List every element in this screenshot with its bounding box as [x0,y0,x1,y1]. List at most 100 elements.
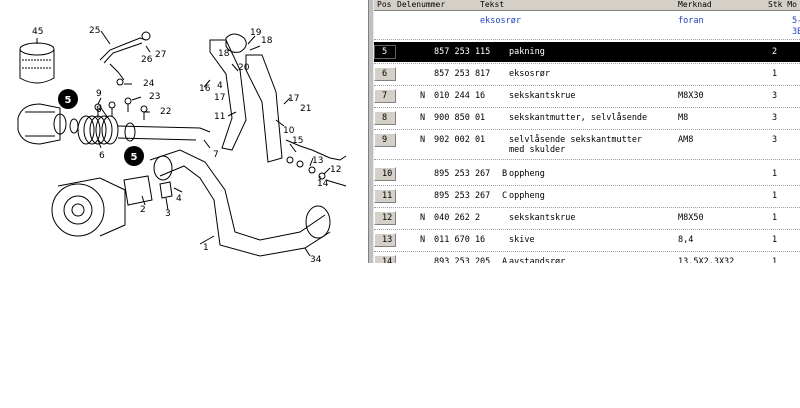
callout-9[interactable]: 9 [96,89,102,99]
row-divider [374,207,800,208]
qty-cell: 1 [772,213,778,223]
callout-21[interactable]: 21 [300,104,311,114]
text-cell: eksosrør [509,69,550,79]
callout-16[interactable]: 16 [199,84,211,94]
callout-17[interactable]: 17 [288,94,299,104]
pos-cell: 11 [382,191,393,201]
callout-7[interactable]: 7 [213,150,219,160]
text-cell: avstandsrør [509,257,566,263]
col-header-delenummer[interactable]: Delenummer [397,0,446,9]
callout-5-top[interactable] [58,89,78,109]
row-divider [374,251,800,252]
callout-23[interactable]: 23 [149,92,160,102]
callout-22[interactable]: 22 [160,107,171,117]
callout-45[interactable]: 45 [32,27,43,37]
callout-24[interactable]: 24 [143,79,155,89]
callout-10[interactable]: 10 [283,126,295,136]
row-position-button[interactable] [374,167,396,181]
callout-12[interactable]: 12 [330,165,341,175]
row-divider [374,39,800,40]
col-header-tekst[interactable]: Tekst [480,0,505,9]
callout-4b[interactable]: 4 [176,194,182,204]
note-cell: AM8 [678,135,694,145]
row-position-button[interactable] [374,45,396,59]
callout-27[interactable]: 27 [155,50,166,60]
row-position-button[interactable] [374,211,396,225]
row-position-button[interactable] [374,89,396,103]
prefix-cell: N [420,213,426,223]
pane-splitter[interactable] [368,0,374,263]
callout-label-5b: 5 [131,152,138,163]
text-cell: pakning [509,47,545,57]
row-divider [374,85,800,86]
qty-cell: 3 [772,135,778,145]
qty-cell: 1 [772,191,778,201]
callout-17b[interactable]: 17 [214,93,225,103]
row-position-button[interactable] [374,255,396,263]
callout-18[interactable]: 18 [261,36,273,46]
part-number-cell: 902 002 01 [434,135,486,145]
part-number-cell: 895 253 267 [434,191,491,201]
text-cell: skive [509,235,535,245]
subheader-stk2: 3B [792,27,800,37]
callout-11[interactable]: 11 [214,112,225,122]
callout-14[interactable]: 14 [317,179,329,189]
callout-5-bottom[interactable] [124,146,144,166]
callout-25[interactable]: 25 [89,26,100,36]
callout-3[interactable]: 3 [165,209,171,219]
col-header-merknad[interactable]: Merknad [678,0,712,9]
callout-18b[interactable]: 18 [218,49,230,59]
callout-34[interactable]: 34 [310,255,322,263]
text-cell: selvlåsende sekskantmutter [509,135,643,145]
row-position-button[interactable] [374,133,396,147]
part-number-cell: 857 253 115 [434,47,491,57]
callout-15[interactable]: 15 [292,136,303,146]
qty-cell: 3 [772,91,778,101]
pos-cell: 9 [382,135,388,145]
table-header: Pos Delenummer Tekst Merknad Stk Mo [374,0,800,11]
callout-8[interactable]: 8 [96,105,102,115]
callout-26[interactable]: 26 [141,55,153,65]
exhaust-exploded-view: 5 5 45 25 26 27 19 18 9 24 23 22 20 16 4… [17,26,347,263]
pos-cell: 5 [382,47,388,57]
part-number-cell: 010 244 16 [434,91,486,101]
row-position-button[interactable] [374,111,396,125]
callout-20[interactable]: 20 [238,63,250,73]
suffix-cell: A [502,257,508,263]
callout-6[interactable]: 6 [99,151,105,161]
row-position-button[interactable] [374,189,396,203]
col-header-pos[interactable]: Pos [377,0,392,9]
pos-cell: 12 [382,213,393,223]
row-divider [374,63,800,64]
parts-diagram: 5 5 45 25 26 27 19 18 9 24 23 22 20 16 4… [0,0,368,263]
pos-cell: 10 [382,169,393,179]
row-position-button[interactable] [374,233,396,247]
col-header-stk[interactable]: Stk Mo [768,0,797,9]
text-cell: oppheng [509,191,545,201]
table-row[interactable]: 5 857 253 115 pakning 2 [374,42,800,62]
text-cell: oppheng [509,169,545,179]
qty-cell: 3 [772,113,778,123]
callout-4[interactable]: 4 [217,81,223,91]
callout-19[interactable]: 19 [250,28,262,38]
text-cell: sekskantskrue [509,213,576,223]
prefix-cell: N [420,235,426,245]
callout-2[interactable]: 2 [140,205,146,215]
qty-cell: 1 [772,257,778,263]
callout-13[interactable]: 13 [312,156,323,166]
pos-cell: 6 [382,69,388,79]
note-cell: 8,4 [678,235,694,245]
qty-cell: 1 [772,69,778,79]
callout-1[interactable]: 1 [203,243,209,253]
qty-cell: 2 [772,47,778,57]
row-position-button[interactable] [374,67,396,81]
